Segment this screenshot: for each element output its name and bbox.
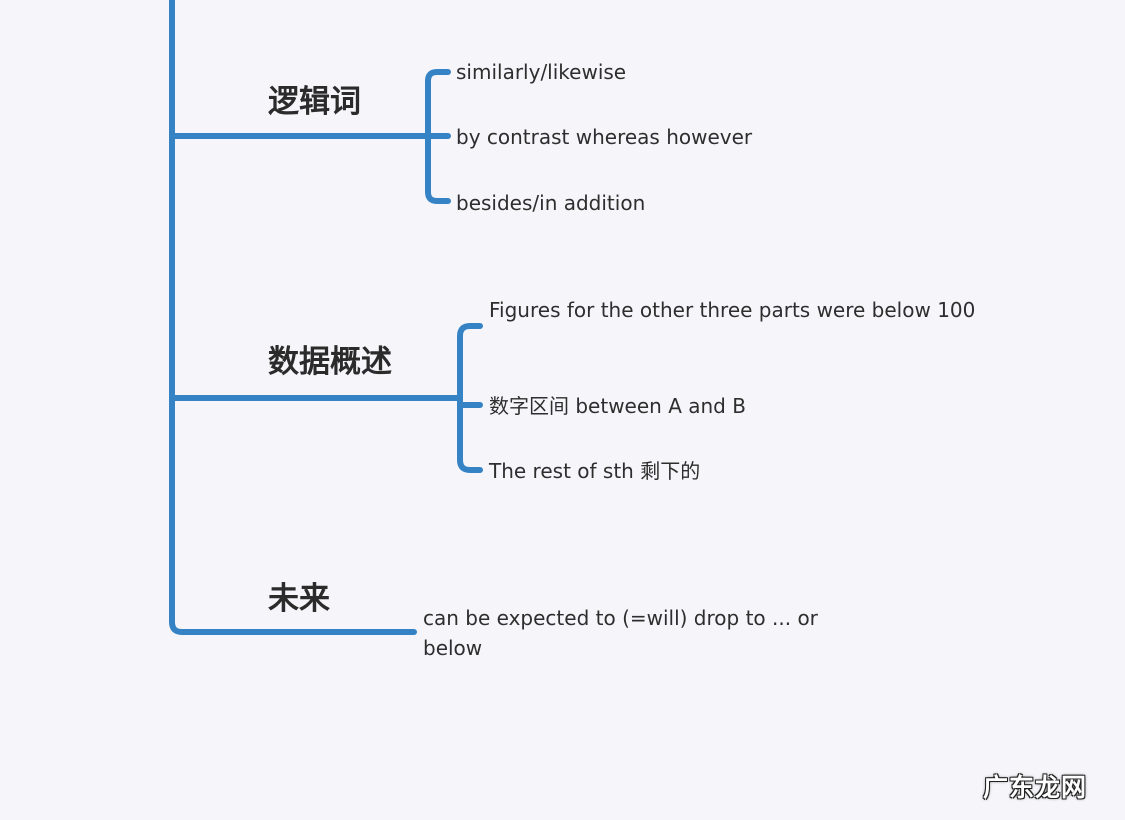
main-trunk-line	[169, 0, 371, 635]
bracket-data-overview	[457, 323, 483, 473]
watermark-logo: 广东龙网	[982, 773, 1087, 802]
bracket-logic-words	[425, 69, 451, 204]
leaf-number-range: 数字区间 between A and B	[489, 394, 746, 418]
branch-label-future: 未来	[268, 581, 330, 617]
leaf-expected-to-drop: can be expected to (=will) drop to ... o…	[423, 606, 818, 660]
leaf-similarly: similarly/likewise	[456, 60, 627, 84]
connector-group	[169, 0, 483, 635]
branch-label-data-overview: 数据概述	[268, 344, 392, 380]
leaf-by-contrast: by contrast whereas however	[456, 125, 753, 149]
leaf-figures-below-100: Figures for the other three parts were b…	[489, 298, 976, 322]
branch-label-logic-words: 逻辑词	[268, 84, 361, 120]
leaf-besides: besides/in addition	[456, 191, 646, 215]
leaf-the-rest-of: The rest of sth 剩下的	[489, 459, 701, 483]
